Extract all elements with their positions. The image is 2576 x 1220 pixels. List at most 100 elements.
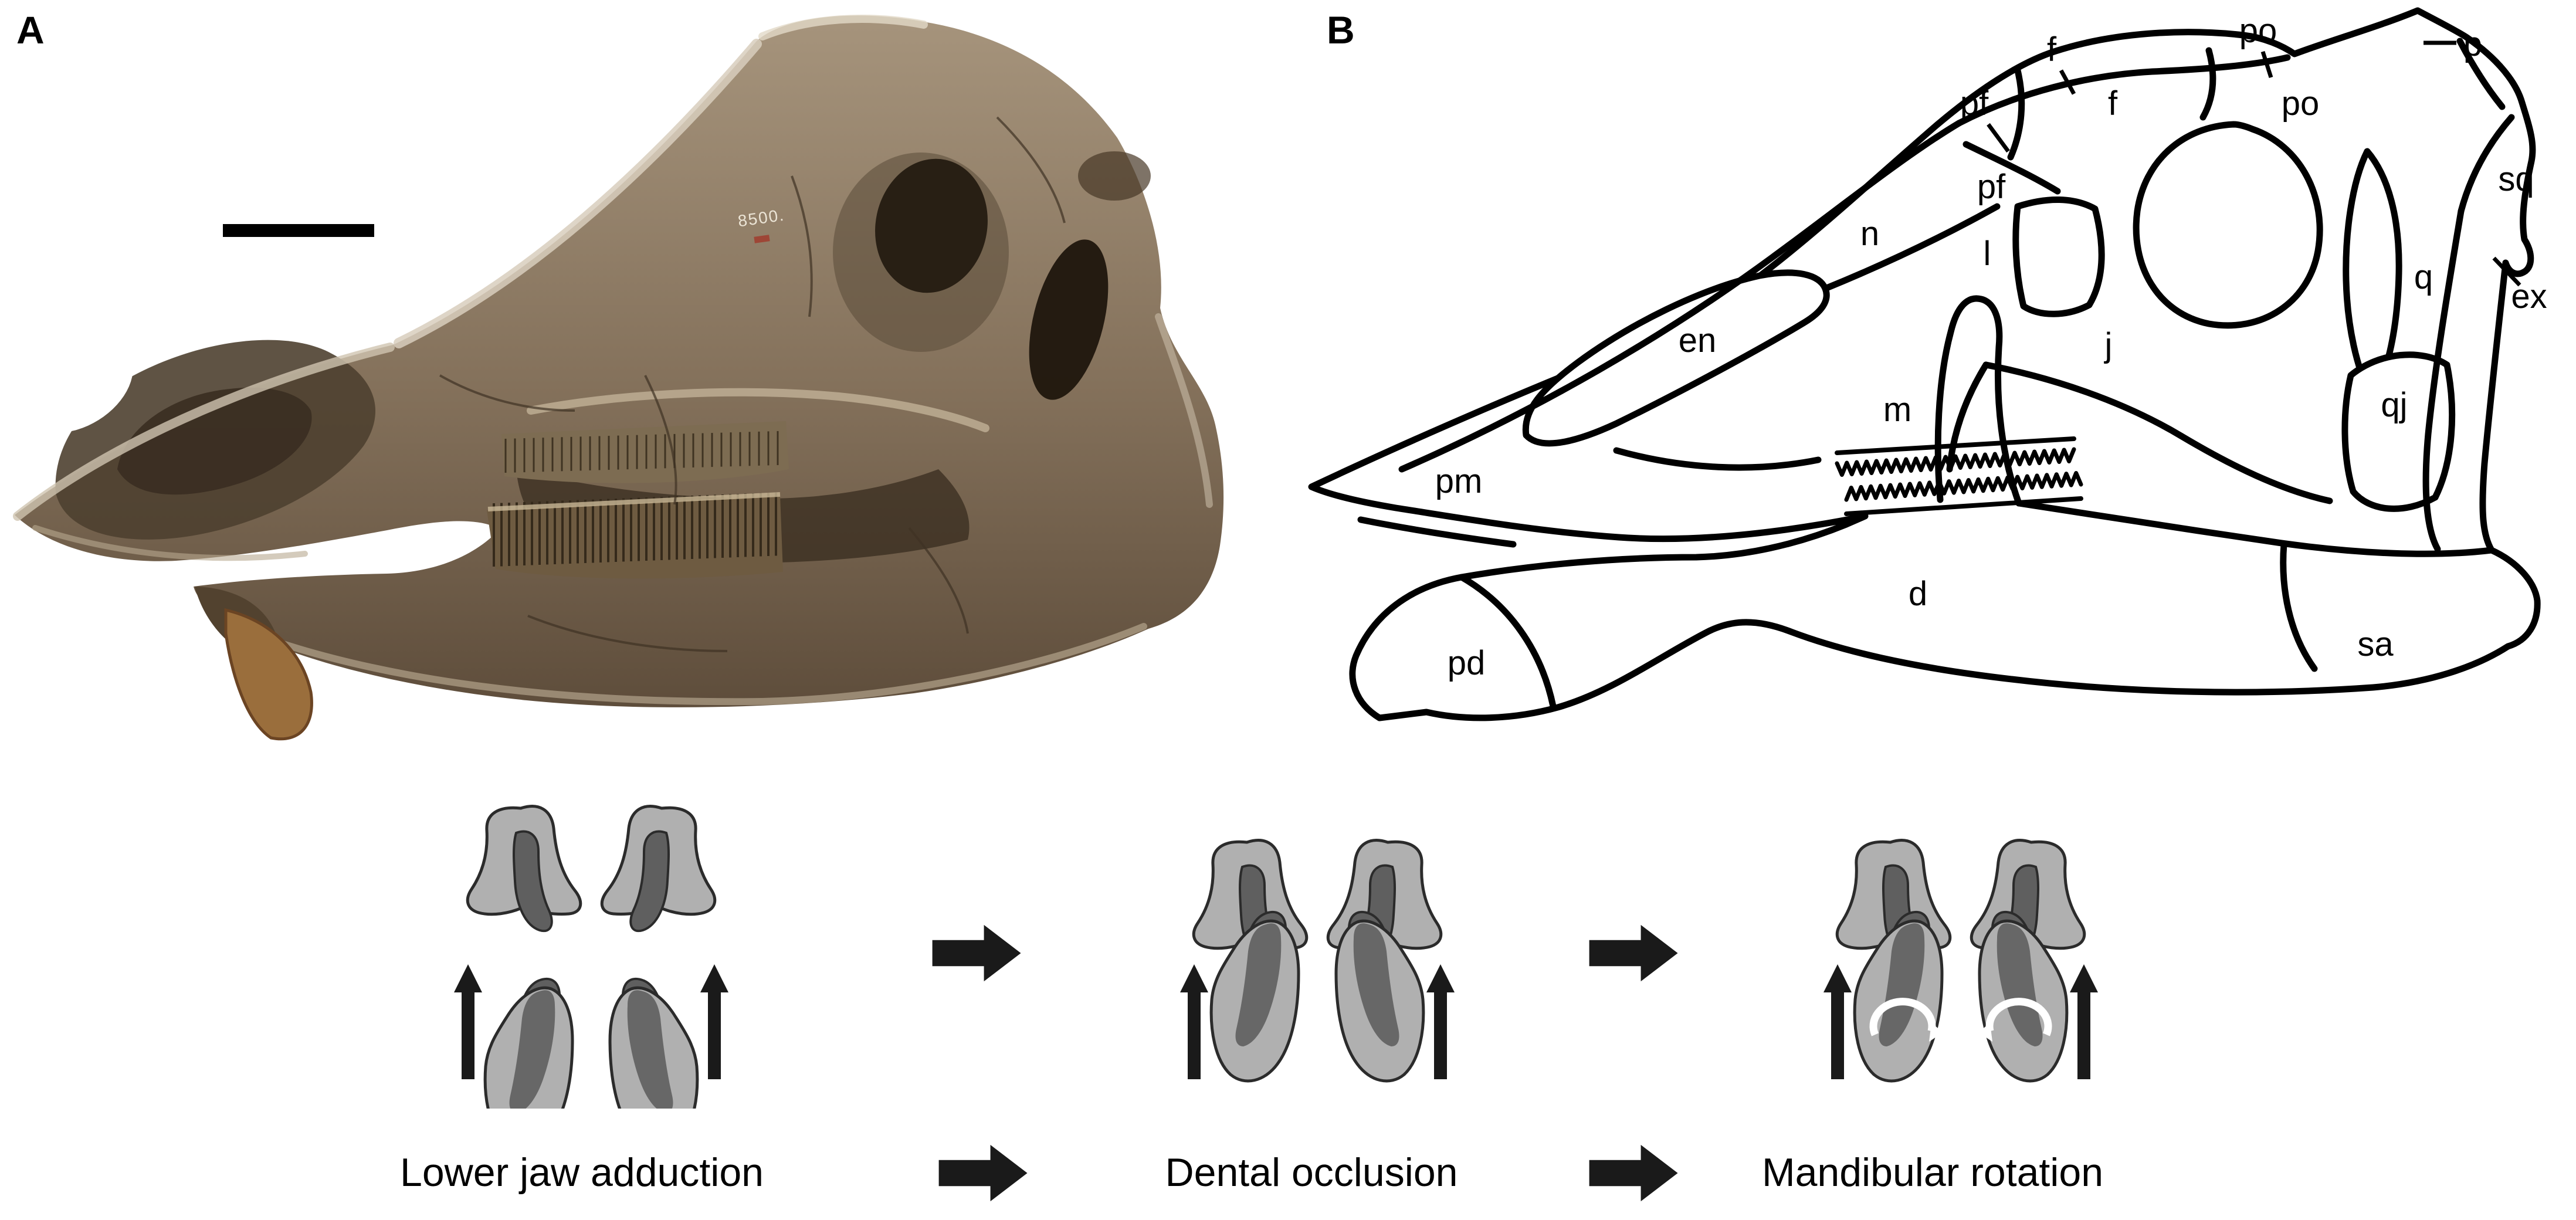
- photo-tooth-row-highlight: [487, 492, 781, 511]
- caption-mandibular-rotation: Mandibular rotation: [1761, 1150, 2104, 1195]
- drawing-pf-suture-a: [1962, 141, 2061, 195]
- photo-jaw-highlight: [249, 623, 1147, 706]
- label-leader-f-5: [2059, 69, 2076, 95]
- b-label-po-7: po: [2239, 12, 2277, 50]
- caption-dental-occlusion: Dental occlusion: [1165, 1150, 1458, 1195]
- up-arrow-icon: [700, 964, 728, 1079]
- up-arrow-icon: [454, 964, 482, 1079]
- b-label-po-8: po: [2282, 84, 2320, 123]
- label-leader-po-7: [2260, 50, 2273, 79]
- drawing-sq-q-suture: [2458, 114, 2515, 215]
- b-label-ex-14: ex: [2511, 277, 2547, 316]
- up-arrow-icon: [1426, 964, 1455, 1079]
- right-arrow-icon: [1587, 924, 1681, 982]
- b-label-pm-2: pm: [1435, 462, 1483, 500]
- b-label-f-6: f: [2108, 84, 2118, 123]
- b-label-n-0: n: [1860, 215, 1879, 253]
- photo-beak-rim-highlight: [32, 525, 308, 561]
- drawing-f-po-suture: [2199, 47, 2216, 121]
- panel-a-label: A: [16, 8, 45, 52]
- photo-quadrate-highlight: [1155, 313, 1213, 508]
- drawing-premax-process: [1822, 203, 2001, 292]
- drawing-upper-toothrow-zigzag: [1835, 447, 2076, 477]
- b-label-l-11: l: [1984, 235, 1991, 273]
- caption-lower-jaw-adduction: Lower jaw adduction: [400, 1150, 764, 1195]
- b-label-pf-10: pf: [1977, 168, 2006, 206]
- photo-crack-lines: [439, 116, 1066, 652]
- lower-tooth-band-overlay: [1879, 923, 1925, 1046]
- tooth-diagram-rotation: [1823, 839, 2098, 1083]
- drawing-quadrate-front-edge: [2422, 208, 2465, 553]
- photo-infratemporal-fenestra: [1029, 239, 1109, 400]
- tooth-diagram-occlusion: [1180, 839, 1455, 1083]
- drawing-jaw-dorsal-edge: [2015, 500, 2495, 557]
- drawing-pm-m-suture: [1613, 447, 1822, 471]
- b-label-en-1: en: [1679, 321, 1717, 360]
- b-label-p-9: p: [2463, 25, 2482, 63]
- drawing-pd-d-suture: [1458, 574, 1557, 710]
- photo-snout-highlight: [394, 39, 762, 348]
- drawing-d-sa-suture: [2280, 541, 2318, 672]
- photo-crest-highlight: [758, 14, 928, 40]
- b-label-sq-12: sq: [2498, 160, 2534, 198]
- photo-naris-hole: [19, 336, 133, 433]
- skull-photograph: [13, 14, 1224, 741]
- b-label-pf-4: pf: [1960, 84, 1989, 123]
- right-arrow-icon: [1587, 1144, 1681, 1202]
- drawing-lacrimal: [2012, 196, 2105, 317]
- drawing-p-sq-suture: [2456, 38, 2506, 110]
- photo-upper-tooth-ridges: [504, 431, 779, 473]
- drawing-pf-suture-b: [2007, 67, 2025, 161]
- photo-maxillary-teeth: [501, 421, 789, 483]
- b-label-pd-19: pd: [1448, 644, 1486, 682]
- drawing-jugal-front-edge: [1946, 361, 1989, 473]
- panel-b-label: B: [1327, 8, 1355, 52]
- photo-cheek-ridge-highlight: [527, 388, 989, 432]
- photo-orbit: [875, 158, 988, 293]
- rotation-arrow-icons: [1869, 998, 2052, 1042]
- drawing-orbit: [2133, 121, 2323, 329]
- label-leader-pf-4: [1987, 123, 2010, 153]
- right-arrow-icon: [930, 924, 1024, 982]
- upper-tooth-enamel-band: [513, 830, 553, 933]
- drawing-jugal-lower-edge: [1982, 361, 2333, 504]
- drawing-premax-lip: [1357, 516, 1517, 548]
- diagram-mandibular-rotation: [1814, 798, 2107, 1109]
- lower-tooth-band-overlay: [1997, 923, 2043, 1046]
- lower-tooth-band-overlay: [1235, 923, 1282, 1046]
- panel-a-photo: A: [0, 0, 1279, 762]
- up-arrow-icon: [2070, 964, 2098, 1079]
- panel-b-drawing: B: [1290, 0, 2576, 762]
- lower-tooth-band-overlay: [509, 990, 555, 1109]
- b-label-j-16: j: [2104, 326, 2113, 364]
- lower-tooth-band-overlay: [627, 990, 673, 1109]
- photo-beak-highlight: [13, 343, 395, 521]
- b-label-m-3: m: [1883, 391, 1911, 429]
- b-label-q-13: q: [2414, 258, 2433, 296]
- right-arrow-icon: [937, 1144, 1031, 1202]
- drawing-nasal-suture: [1398, 120, 1962, 473]
- drawing-coronoid-process: [1934, 295, 2022, 507]
- b-label-d-18: d: [1909, 575, 1927, 613]
- label-leader-ex-14: [2492, 256, 2521, 287]
- diagram-dental-occlusion: [1171, 798, 1464, 1109]
- drawing-upper-toothrow-top: [1835, 436, 2076, 455]
- upper-tooth-enamel-band: [629, 830, 670, 933]
- photo-predentary-orange: [224, 608, 313, 741]
- lower-tooth-band-overlay: [1353, 923, 1399, 1046]
- up-arrow-icon: [1180, 964, 1208, 1079]
- drawing-roof-inner-line: [1955, 54, 2291, 127]
- drawing-lower-toothrow-zigzag: [1844, 471, 2083, 502]
- photo-naris-core-shadow: [117, 387, 312, 495]
- photo-dentary-teeth: [487, 496, 783, 579]
- scale-bar: [223, 224, 374, 237]
- drawing-lower-toothrow-bottom: [1844, 496, 2083, 516]
- photo-lower-tooth-ridges: [493, 492, 777, 567]
- b-label-qj-15: qj: [2381, 386, 2407, 424]
- diagram-lower-jaw-adduction: [445, 798, 738, 1109]
- b-label-sa-17: sa: [2357, 625, 2394, 663]
- b-label-f-5: f: [2047, 30, 2057, 69]
